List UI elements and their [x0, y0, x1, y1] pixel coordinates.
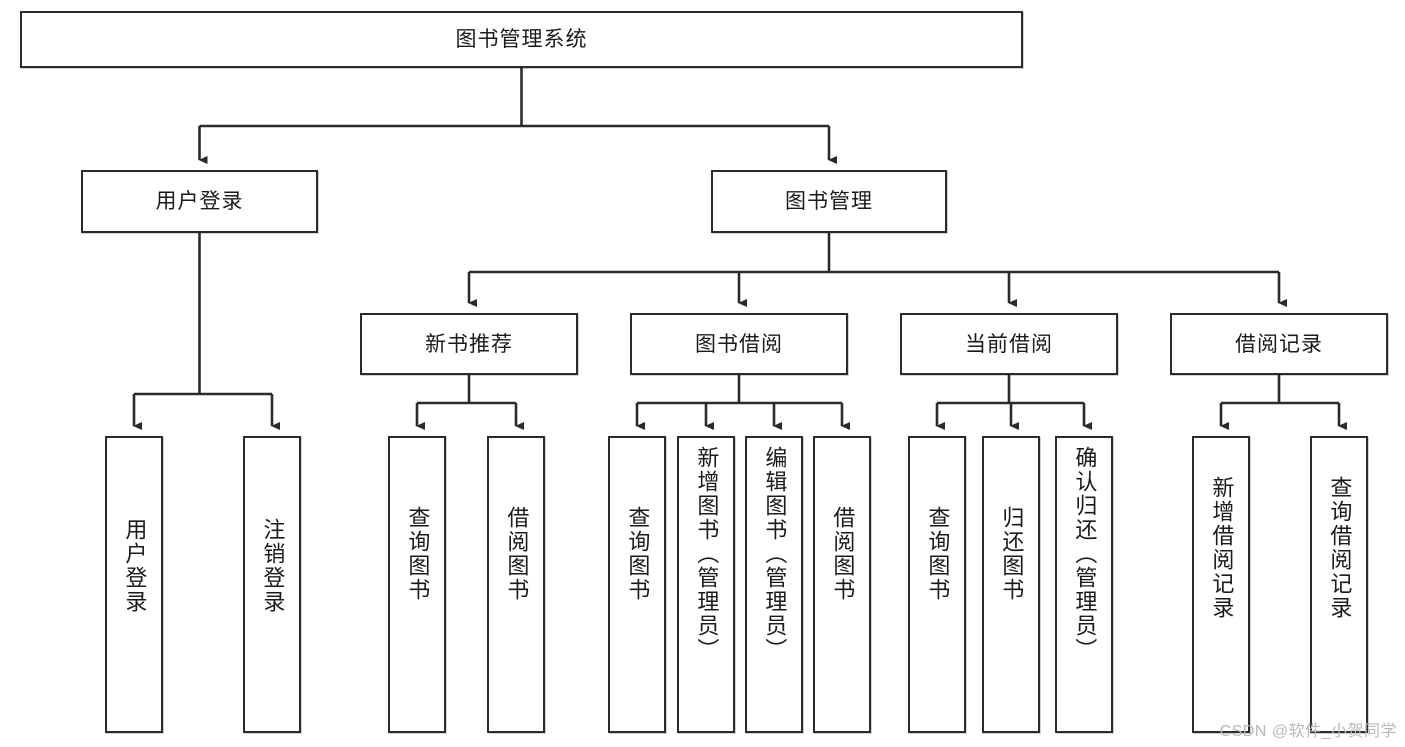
- node-leaf-query-borrow-record-label: 查询借阅记录: [1327, 476, 1353, 620]
- node-leaf-edit-book-admin-label: 编辑图书（管理员）: [762, 446, 788, 662]
- node-leaf-add-book-admin[interactable]: 新增图书（管理员）: [677, 436, 735, 733]
- node-leaf-edit-book-admin[interactable]: 编辑图书（管理员）: [745, 436, 803, 733]
- node-book-manage[interactable]: 图书管理: [711, 170, 947, 233]
- node-user-login-label: 用户登录: [155, 190, 244, 213]
- node-leaf-user-logout-label: 注销登录: [260, 518, 286, 614]
- node-leaf-borrow-book-2[interactable]: 借阅图书: [813, 436, 871, 733]
- node-leaf-query-book-3-label: 查询图书: [925, 506, 951, 602]
- node-leaf-query-book-1-label: 查询图书: [405, 506, 431, 602]
- node-borrow-record[interactable]: 借阅记录: [1170, 313, 1388, 375]
- node-leaf-add-borrow-record[interactable]: 新增借阅记录: [1192, 436, 1250, 733]
- node-leaf-query-book-2[interactable]: 查询图书: [608, 436, 666, 733]
- node-new-book-recommend-label: 新书推荐: [425, 332, 513, 356]
- node-leaf-user-login-label: 用户登录: [122, 518, 148, 614]
- node-leaf-query-book-1[interactable]: 查询图书: [388, 436, 446, 733]
- csdn-watermark: CSDN @软件_小贺同学: [1219, 723, 1397, 740]
- node-leaf-confirm-return-admin[interactable]: 确认归还（管理员）: [1055, 436, 1113, 733]
- node-current-borrow[interactable]: 当前借阅: [900, 313, 1118, 375]
- node-leaf-borrow-book-2-label: 借阅图书: [830, 506, 856, 602]
- node-book-borrow[interactable]: 图书借阅: [630, 313, 848, 375]
- node-leaf-borrow-book-1-label: 借阅图书: [504, 506, 530, 602]
- node-root-label: 图书管理系统: [455, 28, 588, 51]
- node-leaf-confirm-return-admin-label: 确认归还（管理员）: [1072, 446, 1098, 662]
- node-leaf-add-book-admin-label: 新增图书（管理员）: [694, 446, 720, 662]
- node-leaf-borrow-book-1[interactable]: 借阅图书: [487, 436, 545, 733]
- node-current-borrow-label: 当前借阅: [965, 332, 1053, 356]
- node-borrow-record-label: 借阅记录: [1235, 332, 1323, 356]
- node-leaf-return-book-label: 归还图书: [999, 506, 1025, 602]
- node-leaf-query-book-2-label: 查询图书: [625, 506, 651, 602]
- node-leaf-return-book[interactable]: 归还图书: [982, 436, 1040, 733]
- node-leaf-user-login[interactable]: 用户登录: [105, 436, 163, 733]
- node-leaf-user-logout[interactable]: 注销登录: [243, 436, 301, 733]
- node-leaf-query-book-3[interactable]: 查询图书: [908, 436, 966, 733]
- node-leaf-query-borrow-record[interactable]: 查询借阅记录: [1310, 436, 1368, 733]
- node-root[interactable]: 图书管理系统: [20, 11, 1023, 68]
- node-leaf-add-borrow-record-label: 新增借阅记录: [1209, 476, 1235, 620]
- node-new-book-recommend[interactable]: 新书推荐: [360, 313, 578, 375]
- node-book-manage-label: 图书管理: [785, 190, 873, 213]
- node-user-login[interactable]: 用户登录: [81, 170, 318, 233]
- node-book-borrow-label: 图书借阅: [695, 332, 783, 356]
